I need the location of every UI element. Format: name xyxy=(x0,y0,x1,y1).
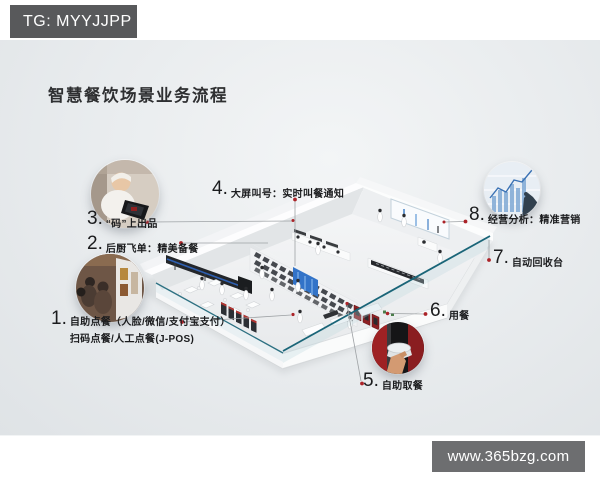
step-number: 8. xyxy=(469,204,485,225)
chef-preparing-dish-photo xyxy=(91,160,159,228)
dining-booths xyxy=(301,302,394,337)
step-text: 自助点餐（人脸/微信/支付宝支付）扫码点餐/人工点餐(J-POS) xyxy=(69,317,231,345)
step-number: 3. xyxy=(87,208,103,229)
step-number: 2. xyxy=(87,233,103,254)
glass-partition xyxy=(155,235,491,363)
step-text: 大屏叫号：实时叫餐通知 xyxy=(230,189,345,200)
step-number: 5. xyxy=(363,370,379,391)
site-watermark: www.365bzg.com xyxy=(432,441,585,472)
page-title: 智慧餐饮场景业务流程 xyxy=(48,87,228,105)
step-text: “码”上出品 xyxy=(105,219,158,230)
business-analytics-chart-photo xyxy=(484,162,540,218)
recycle-counter xyxy=(367,236,438,290)
step-label-1-self-ordering: 1. 自助点餐（人脸/微信/支付宝支付）扫码点餐/人工点餐(J-POS) xyxy=(51,309,231,345)
step-number: 4. xyxy=(212,178,228,199)
back-left-wall xyxy=(140,176,364,290)
step-text: 自动回收台 xyxy=(511,258,564,269)
step-label-8-analytics: 8. 经营分析：精准营销 xyxy=(469,205,581,226)
step-number: 6. xyxy=(430,300,446,321)
step-label-2-kitchen-ticket: 2. 后厨飞单：精美备餐 xyxy=(87,234,199,255)
step-label-4-screen-calling: 4. 大屏叫号：实时叫餐通知 xyxy=(212,179,344,200)
callout-connectors xyxy=(148,201,490,382)
step-label-5-self-pickup: 5. 自助取餐 xyxy=(363,371,423,392)
kitchen-conveyor xyxy=(166,255,252,294)
step-number: 1. xyxy=(51,308,67,329)
step-number: 7. xyxy=(493,247,509,268)
step-text: 自助取餐 xyxy=(381,381,424,392)
callout-dots xyxy=(145,197,491,386)
step-label-6-dining: 6. 用餐 xyxy=(430,301,469,322)
hand-taking-meal-from-locker-photo xyxy=(372,322,424,374)
self-order-kiosk-queue-photo xyxy=(76,254,144,322)
step-label-3-code-serving: 3. “码”上出品 xyxy=(87,209,158,230)
step-text: 后厨飞单：精美备餐 xyxy=(105,244,199,255)
people-figures xyxy=(199,208,443,330)
kitchen-counter xyxy=(291,229,351,262)
step-text: 经营分析：精准营销 xyxy=(487,215,581,226)
step-label-7-auto-recycle: 7. 自动回收台 xyxy=(493,248,563,269)
watermark-tag: TG: MYYJJPP xyxy=(10,5,137,38)
wall-display-screen xyxy=(390,198,450,240)
step-text: 用餐 xyxy=(448,311,470,322)
